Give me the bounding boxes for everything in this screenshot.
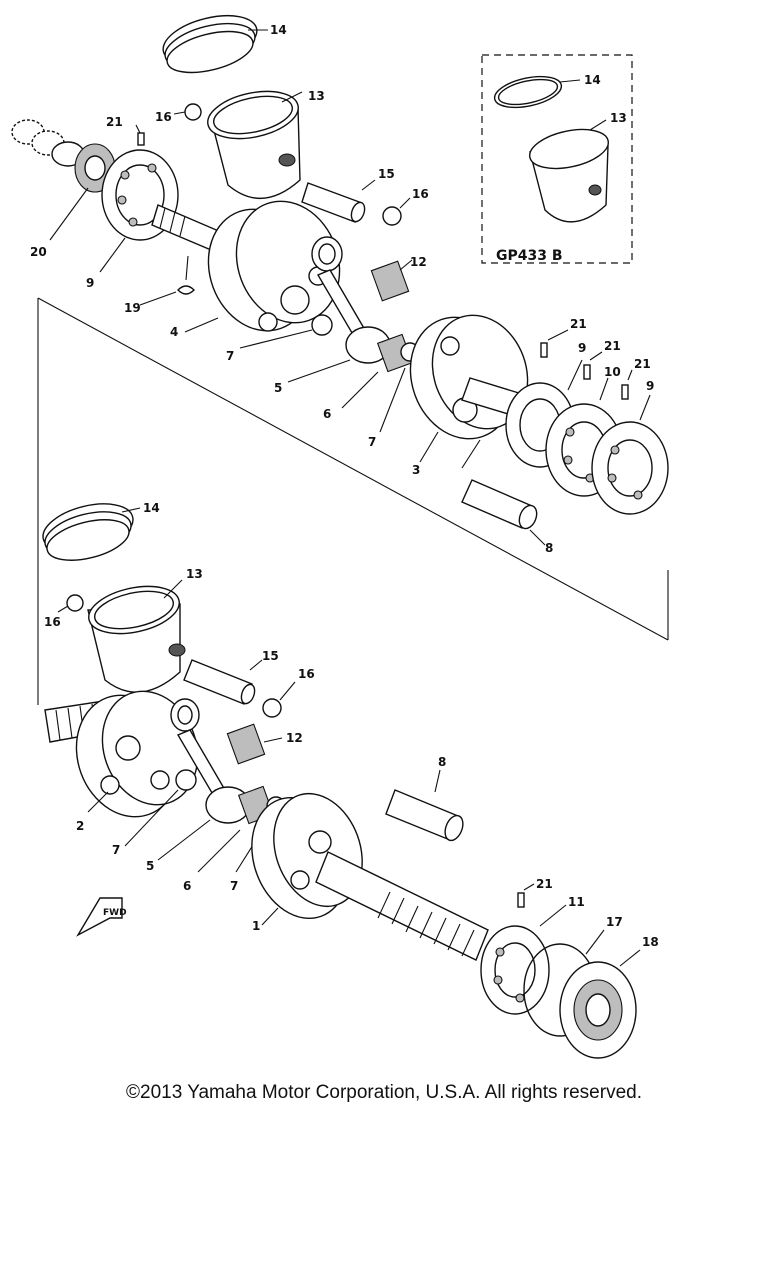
callout-15: 15 <box>378 167 395 181</box>
callout-21: 21 <box>604 339 621 353</box>
callout-4: 4 <box>170 325 178 339</box>
callout-9: 9 <box>578 341 586 355</box>
callout-14: 14 <box>270 23 287 37</box>
callout-9: 9 <box>646 379 654 393</box>
callout-1: 1 <box>252 919 260 933</box>
callout-21: 21 <box>570 317 587 331</box>
callout-2: 2 <box>76 819 84 833</box>
inset-callout-13: 13 <box>610 111 627 125</box>
callout-16: 16 <box>155 110 172 124</box>
inset-box: GP433 B <box>481 54 633 264</box>
callout-7: 7 <box>112 843 120 857</box>
callout-17: 17 <box>606 915 623 929</box>
callout-3: 3 <box>412 463 420 477</box>
callout-12: 12 <box>286 731 303 745</box>
callout-10: 10 <box>604 365 621 379</box>
fwd-arrow-icon: FWD <box>76 897 127 937</box>
callout-21: 21 <box>536 877 553 891</box>
callout-21: 21 <box>634 357 651 371</box>
lower-assembly: FWD <box>42 503 641 1059</box>
section-divider <box>37 297 669 705</box>
callout-16: 16 <box>412 187 429 201</box>
callout-7: 7 <box>226 349 234 363</box>
inset-code: GP433 B <box>496 248 563 264</box>
callout-7: 7 <box>230 879 238 893</box>
upper-assembly <box>11 14 669 546</box>
callout-9: 9 <box>86 276 94 290</box>
copyright-notice: ©2013 Yamaha Motor Corporation, U.S.A. A… <box>126 1082 642 1103</box>
callout-15: 15 <box>262 649 279 663</box>
inset-callout-14: 14 <box>584 73 601 87</box>
callout-13: 13 <box>186 567 203 581</box>
callout-5: 5 <box>274 381 282 395</box>
callout-18: 18 <box>642 935 659 949</box>
callout-6: 6 <box>323 407 331 421</box>
exploded-crankshaft-diagram: GP433 B <box>11 14 669 1059</box>
callout-12: 12 <box>410 255 427 269</box>
callout-16: 16 <box>44 615 61 629</box>
callout-14: 14 <box>143 501 160 515</box>
callout-6: 6 <box>183 879 191 893</box>
callout-16: 16 <box>298 667 315 681</box>
callout-11: 11 <box>568 895 585 909</box>
callout-19: 19 <box>124 301 141 315</box>
callout-21: 21 <box>106 115 123 129</box>
fwd-label: FWD <box>103 908 127 918</box>
callout-20: 20 <box>30 245 47 259</box>
callout-8: 8 <box>545 541 553 555</box>
callout-labels: 14 16 13 21 15 16 20 9 12 19 4 7 5 6 7 3… <box>30 23 659 949</box>
callout-13: 13 <box>308 89 325 103</box>
callout-5: 5 <box>146 859 154 873</box>
callout-8: 8 <box>438 755 446 769</box>
callout-7: 7 <box>368 435 376 449</box>
